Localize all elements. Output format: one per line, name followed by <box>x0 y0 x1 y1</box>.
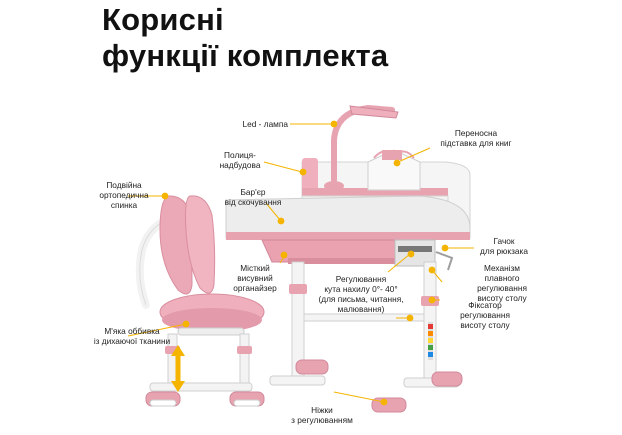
label-book-stand: Переносна підставка для книг <box>440 128 512 148</box>
desk-illustration <box>225 158 471 413</box>
label-smooth-mechanism: Механізм плавного регулювання висоту сто… <box>477 263 527 303</box>
title-line-1: Корисні <box>102 2 224 37</box>
label-organizer: Місткий висувний органайзер <box>233 263 277 293</box>
label-backrest: Подвійна ортопедична спинка <box>99 180 149 210</box>
label-upholstery: М'яка оббивка із дихаючої тканини <box>93 326 171 346</box>
label-lock: Фіксатор регулювання висоту столу <box>460 300 510 330</box>
up-down-arrow-icon <box>171 345 185 392</box>
label-legs: Ніжки з регулюванням <box>291 405 353 425</box>
lamp-illustration <box>324 104 399 191</box>
callout-lines <box>127 123 474 403</box>
label-tilt: Регулювання кута нахилу 0°- 40° (для пис… <box>318 274 404 314</box>
label-shelf: Полиця- надбудова <box>219 150 261 170</box>
label-barrier: Бар'єр від скочування <box>224 187 282 207</box>
callout-dots <box>161 120 449 406</box>
book-stand-illustration <box>367 149 421 191</box>
label-backpack-hook: Гачок для рюкзака <box>480 236 528 256</box>
height-scale-icon <box>428 322 433 360</box>
label-led-lamp: Led - лампа <box>242 119 288 129</box>
title-line-2: функції комплекта <box>102 38 389 73</box>
page-title: Корисні функції комплекта <box>102 2 388 74</box>
